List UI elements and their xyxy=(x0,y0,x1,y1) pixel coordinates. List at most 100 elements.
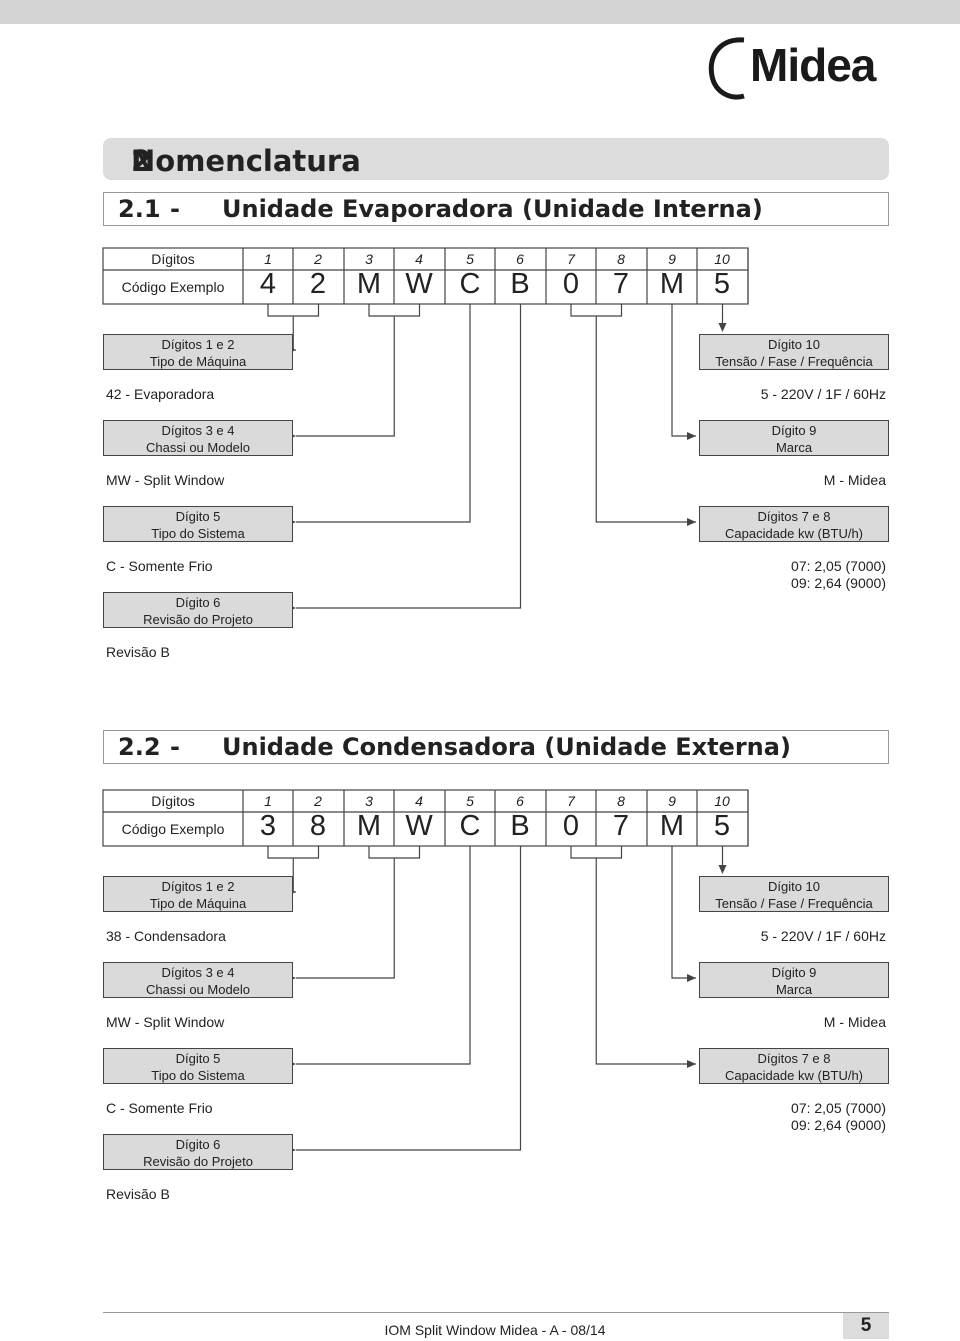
box-subtitle: Capacidade kw (BTU/h) xyxy=(725,526,863,541)
code-character: M xyxy=(356,268,382,300)
box-title: Dígitos 7 e 8 xyxy=(757,509,831,524)
digit-number: 3 xyxy=(365,251,373,267)
box-title: Dígitos 3 e 4 xyxy=(161,965,235,980)
left-value: C - Somente Frio xyxy=(106,1100,213,1116)
left-value: 38 - Condensadora xyxy=(106,928,226,944)
code-character: C xyxy=(459,268,481,300)
code-character: B xyxy=(510,810,530,842)
digit-number: 6 xyxy=(516,793,524,809)
box-subtitle: Tipo do Sistema xyxy=(151,526,245,541)
box-title: Dígito 9 xyxy=(771,965,817,980)
section-number: 2.2 xyxy=(118,733,161,761)
box-title: Dígitos 1 e 2 xyxy=(161,337,235,352)
digit-number: 1 xyxy=(264,251,272,267)
left-field-box: Dígitos 3 e 4 Chassi ou Modelo xyxy=(103,962,293,998)
digit-number: 5 xyxy=(466,793,474,809)
code-character: 8 xyxy=(309,810,327,842)
box-title: Dígito 10 xyxy=(767,879,821,894)
right-value: M - Midea xyxy=(823,1014,886,1030)
digit-number: 6 xyxy=(516,251,524,267)
code-example-label: Código Exemplo xyxy=(121,821,225,837)
logo-text: Midea xyxy=(750,39,876,91)
code-character: 7 xyxy=(612,810,630,842)
footer-divider xyxy=(103,1312,889,1313)
digit-number: 8 xyxy=(617,793,625,809)
code-character: C xyxy=(459,810,481,842)
code-character: M xyxy=(659,268,685,300)
digit-number: 2 xyxy=(314,793,322,809)
section-dash: - xyxy=(170,733,180,761)
digit-number: 2 xyxy=(314,251,322,267)
code-character: 0 xyxy=(562,268,580,300)
box-title: Dígito 5 xyxy=(175,1051,221,1066)
digit-number: 3 xyxy=(365,793,373,809)
code-character: 7 xyxy=(612,268,630,300)
diagram-lines xyxy=(102,247,749,612)
box-title: Dígitos 7 e 8 xyxy=(757,1051,831,1066)
page-number: 5 xyxy=(843,1313,889,1339)
left-field-box: Dígitos 1 e 2 Tipo de Máquina xyxy=(103,876,293,912)
code-character: W xyxy=(405,810,433,842)
box-subtitle: Tipo de Máquina xyxy=(149,896,247,911)
right-value: 07: 2,05 (7000) xyxy=(791,558,886,574)
left-value: Revisão B xyxy=(106,1186,170,1202)
section-number: 2.1 xyxy=(118,195,161,223)
digits-label: Dígitos xyxy=(151,251,195,267)
box-title: Dígitos 1 e 2 xyxy=(161,879,235,894)
digit-number: 9 xyxy=(668,251,676,267)
left-field-box: Dígito 5 Tipo do Sistema xyxy=(103,1048,293,1084)
right-value: 09: 2,64 (9000) xyxy=(791,1117,886,1133)
digit-number: 8 xyxy=(617,251,625,267)
digit-number: 4 xyxy=(415,793,423,809)
footer-text: IOM Split Window Midea - A - 08/14 xyxy=(384,1322,606,1338)
code-character: 5 xyxy=(713,268,731,300)
box-title: Dígito 10 xyxy=(767,337,821,352)
box-title: Dígito 5 xyxy=(175,509,221,524)
code-character: 2 xyxy=(309,268,327,300)
box-subtitle: Marca xyxy=(775,982,813,997)
chapter-heading: 2 -Nomenclatura xyxy=(103,138,889,212)
code-character: 0 xyxy=(562,810,580,842)
right-value: M - Midea xyxy=(823,472,886,488)
digit-number: 1 xyxy=(264,793,272,809)
section-title: Unidade Condensadora (Unidade Externa) xyxy=(222,733,791,761)
left-field-box: Dígito 5 Tipo do Sistema xyxy=(103,506,293,542)
section-title: Unidade Evaporadora (Unidade Interna) xyxy=(222,195,763,223)
box-title: Dígito 6 xyxy=(175,595,221,610)
box-subtitle: Tipo do Sistema xyxy=(151,1068,245,1083)
code-character: M xyxy=(356,810,382,842)
box-title: Dígito 9 xyxy=(771,423,817,438)
left-value: 42 - Evaporadora xyxy=(106,386,215,402)
left-value: C - Somente Frio xyxy=(106,558,213,574)
right-field-box: Dígito 9 Marca xyxy=(699,962,889,998)
left-value: Revisão B xyxy=(106,644,170,660)
code-character: B xyxy=(510,268,530,300)
right-value: 09: 2,64 (9000) xyxy=(791,575,886,591)
digit-number: 4 xyxy=(415,251,423,267)
code-example-label: Código Exemplo xyxy=(121,279,225,295)
box-title: Dígito 6 xyxy=(175,1137,221,1152)
section-heading-2: 2.2 - Unidade Condensadora (Unidade Exte… xyxy=(103,730,889,764)
box-subtitle: Tensão / Fase / Frequência xyxy=(715,354,873,369)
right-value: 07: 2,05 (7000) xyxy=(791,1100,886,1116)
box-subtitle: Revisão do Projeto xyxy=(143,612,253,627)
right-field-box: Dígitos 7 e 8 Capacidade kw (BTU/h) xyxy=(699,1048,889,1084)
box-title: Dígitos 3 e 4 xyxy=(161,423,235,438)
digit-number: 7 xyxy=(567,251,575,267)
left-value: MW - Split Window xyxy=(106,1014,225,1030)
right-value: 5 - 220V / 1F / 60Hz xyxy=(760,928,886,944)
box-subtitle: Chassi ou Modelo xyxy=(145,982,251,997)
box-subtitle: Capacidade kw (BTU/h) xyxy=(725,1068,863,1083)
left-field-box: Dígito 6 Revisão do Projeto xyxy=(103,592,293,628)
digit-number: 5 xyxy=(466,251,474,267)
digit-number: 10 xyxy=(714,793,730,809)
section-dash: - xyxy=(170,195,180,223)
right-field-box: Dígitos 7 e 8 Capacidade kw (BTU/h) xyxy=(699,506,889,542)
